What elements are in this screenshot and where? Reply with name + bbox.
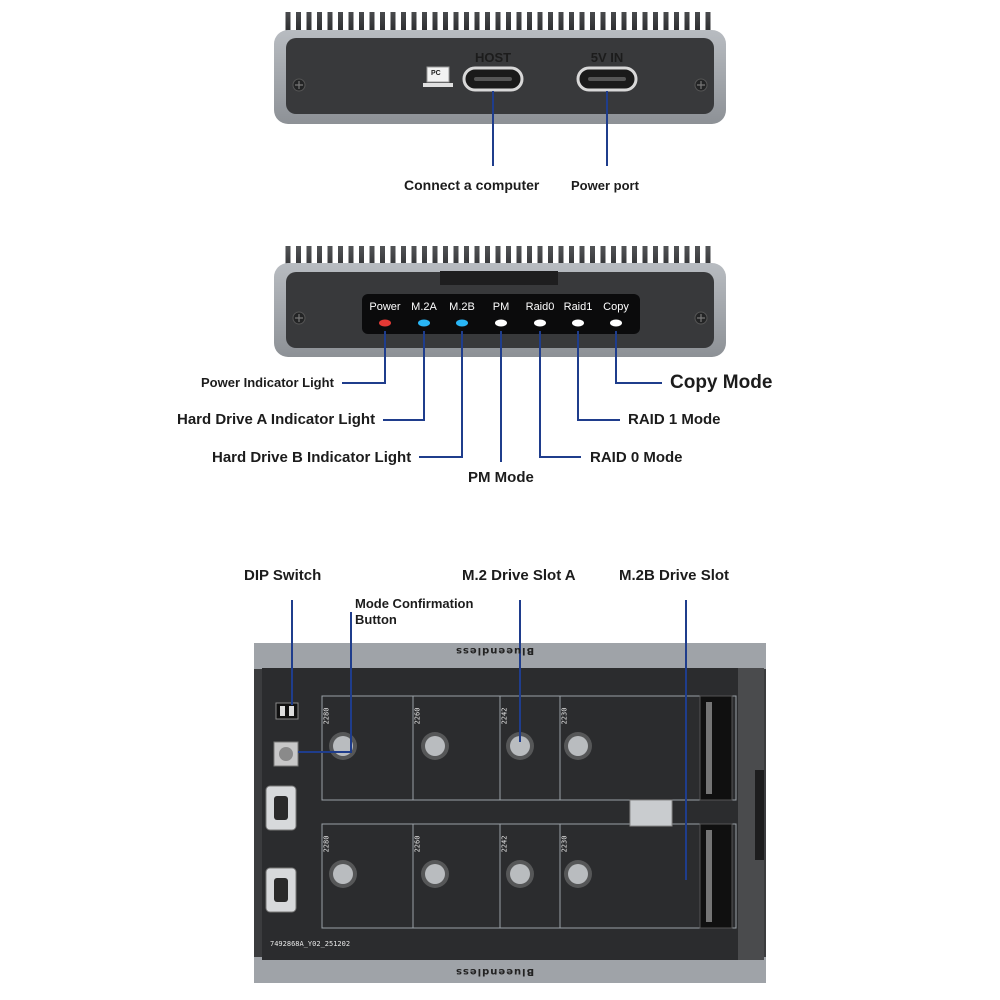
usb-c-port-icon: [265, 867, 297, 913]
m2-connector-b: [699, 823, 733, 929]
led-label: M.2A: [411, 301, 437, 313]
callout-hard-drive-b: Hard Drive B Indicator Light: [212, 449, 412, 466]
board-serial: 7492868A_Y02_251202: [270, 940, 351, 948]
callout-hard-drive-a: Hard Drive A Indicator Light: [177, 411, 376, 428]
callout-line-m2b-led: [419, 331, 463, 458]
screw-icon: [694, 78, 708, 92]
callout-raid1-mode: RAID 1 Mode: [628, 411, 721, 428]
chip-icon: [629, 799, 673, 827]
slot-size-label: 2280: [322, 707, 331, 725]
led-raid0-light: [534, 319, 546, 327]
slot-size-label: 2242: [500, 835, 509, 853]
led-raid1-light: [572, 319, 584, 327]
slot-size-label: 2242: [500, 707, 509, 725]
callout-slot-a: M.2 Drive Slot A: [462, 567, 576, 584]
standoff-icon: [564, 860, 592, 888]
screw-icon: [292, 78, 306, 92]
standoff-icon: [329, 732, 357, 760]
host-port-label: HOST: [474, 50, 512, 65]
callout-power-indicator: Power Indicator Light: [201, 375, 334, 390]
screw-icon: [694, 311, 708, 325]
enclosure-board: [254, 643, 766, 983]
led-label: M.2B: [449, 301, 475, 313]
callout-slot-b: M.2B Drive Slot: [619, 567, 730, 584]
pc-icon: [423, 66, 453, 87]
slot-size-label: 2280: [322, 835, 331, 853]
led-indicators: [379, 319, 622, 327]
slot-size-label: 2260: [413, 707, 422, 725]
led-panel-enclosure: [274, 246, 726, 357]
usb-c-port-icon: [265, 785, 297, 831]
led-pm-light: [495, 319, 507, 327]
standoff-icon: [506, 732, 534, 760]
callout-mode-button-line2: Button: [355, 612, 397, 627]
mode-button-icon: [273, 741, 299, 767]
callout-line-power-led: [342, 331, 386, 384]
callout-mode-button-line1: Mode Confirmation: [355, 596, 474, 611]
callout-line-raid0-led: [539, 331, 581, 458]
callout-host: Connect a computer: [404, 177, 540, 193]
callout-line-copy-led: [615, 331, 662, 384]
led-label: Copy: [603, 301, 629, 313]
slot-size-label: 2230: [560, 707, 569, 725]
callout-line-mode-button: [298, 612, 352, 753]
pc-icon-label: PC: [431, 70, 441, 77]
power-usb-c-port: [576, 66, 638, 92]
callout-dip-switch: DIP Switch: [244, 567, 322, 584]
dip-switch-icon: [275, 702, 299, 720]
callout-power-port: Power port: [571, 178, 639, 193]
m2-connector-a: [699, 695, 733, 801]
led-label: Raid1: [563, 301, 593, 313]
slot-size-label: 2260: [413, 835, 422, 853]
standoff-icon: [506, 860, 534, 888]
led-m2a-light: [418, 319, 430, 327]
led-label: Raid0: [525, 301, 555, 313]
standoff-icon: [329, 860, 357, 888]
standoff-icon: [421, 732, 449, 760]
callout-pm-mode: PM Mode: [468, 469, 534, 486]
slot-grid-lines: [321, 695, 737, 929]
callout-copy-mode: Copy Mode: [670, 372, 773, 393]
slot-size-label: 2230: [560, 835, 569, 853]
standoff-icon: [564, 732, 592, 760]
screw-icon: [292, 311, 306, 325]
led-power-light: [379, 319, 391, 327]
brand-logo-top: Blueendless: [455, 645, 535, 656]
brand-logo-bottom: Blueendless: [455, 966, 535, 977]
callout-line-raid1-led: [577, 331, 620, 421]
led-m2b-light: [456, 319, 468, 327]
callout-line-m2a-led: [383, 331, 425, 421]
led-label: Power: [369, 301, 401, 313]
standoff-icon: [421, 860, 449, 888]
host-usb-c-port: [462, 66, 524, 92]
power-in-label: 5V IN: [590, 50, 624, 65]
callout-raid0-mode: RAID 0 Mode: [590, 449, 683, 466]
led-copy-light: [610, 319, 622, 327]
led-label: PM: [492, 301, 510, 313]
